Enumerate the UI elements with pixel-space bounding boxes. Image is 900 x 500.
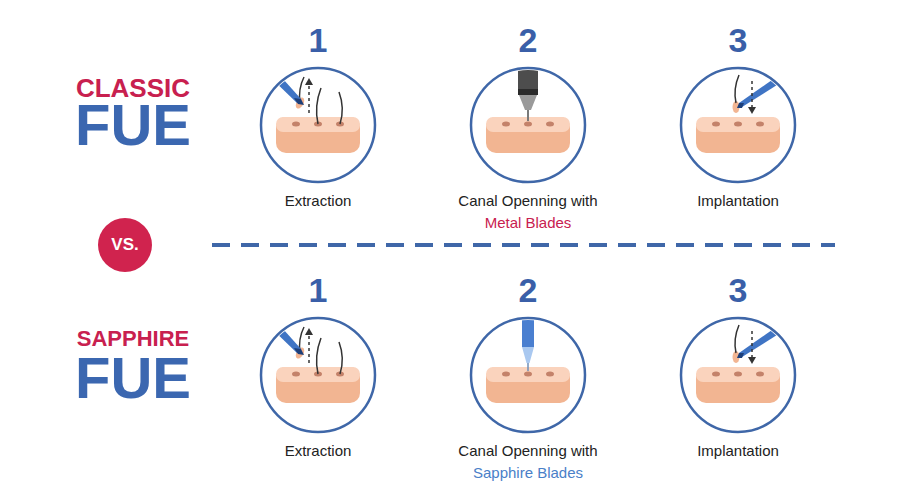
blade-type: Metal Blades (485, 212, 572, 234)
sapphire-blade-picture (471, 315, 585, 432)
method-acronym: FUE (43, 347, 223, 409)
implantation-picture (681, 68, 795, 182)
step-number: 1 (309, 18, 328, 62)
step-circle: 2Canal Openning withMetal Blades (428, 18, 628, 234)
step-number: 2 (519, 18, 538, 62)
step-caption: Canal Openning with (458, 190, 597, 212)
step-circle: 1Extraction (218, 18, 418, 212)
step-number: 2 (519, 268, 538, 312)
vs-text: VS. (111, 235, 138, 255)
step-circle: 3Implantation (638, 18, 838, 212)
extraction-picture (261, 318, 375, 432)
step-caption: Implantation (697, 190, 779, 212)
step-circle: 1Extraction (218, 268, 418, 462)
step-caption: Extraction (285, 190, 352, 212)
step-caption: Canal Openning with (458, 440, 597, 462)
step-caption: Extraction (285, 440, 352, 462)
implantation-picture (681, 318, 795, 432)
step-number: 3 (729, 268, 748, 312)
method-acronym: FUE (43, 94, 223, 156)
extraction-picture (261, 68, 375, 182)
divider-line (212, 243, 835, 247)
blade-type: Sapphire Blades (473, 462, 583, 484)
vs-badge: VS. (98, 218, 152, 272)
step-caption: Implantation (697, 440, 779, 462)
step-number: 3 (729, 18, 748, 62)
step-number: 1 (309, 268, 328, 312)
metal-blade-picture (471, 65, 585, 182)
step-circle: 2Canal Openning withSapphire Blades (428, 268, 628, 484)
step-circle: 3Implantation (638, 268, 838, 462)
